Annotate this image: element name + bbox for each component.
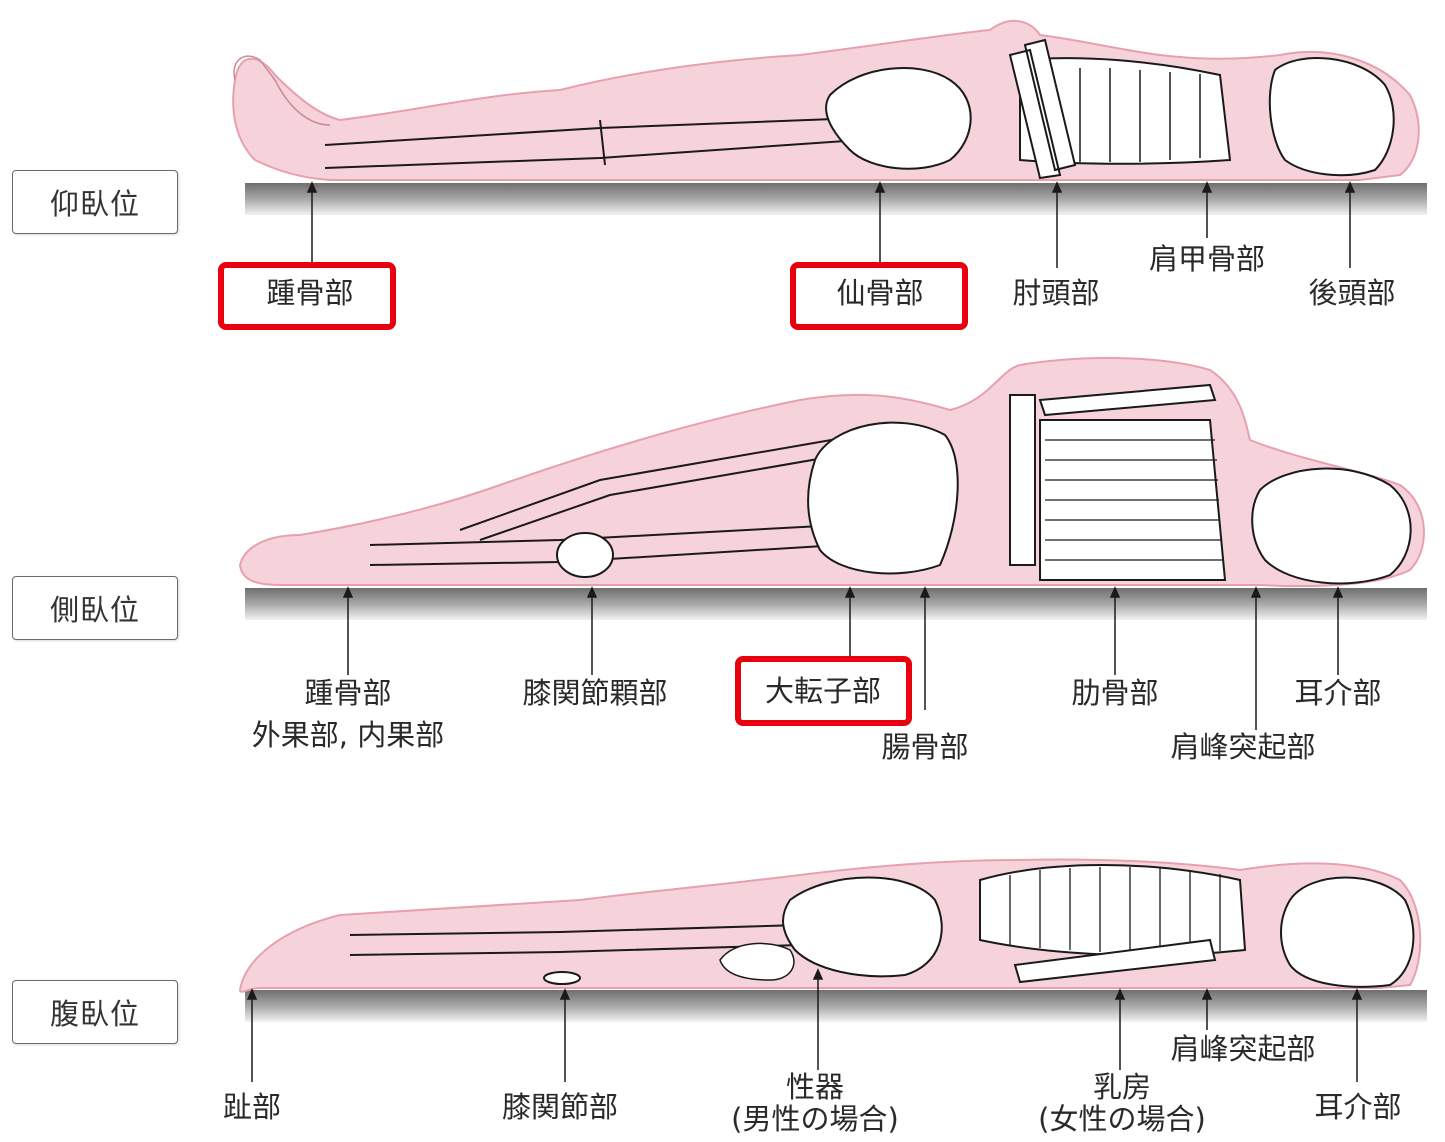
label-scapula-supine: 肩甲骨部: [1149, 244, 1265, 276]
label-sacrum-supine: 仙骨部: [836, 278, 923, 310]
lateral-figure: [0, 340, 1445, 780]
label-rib-lateral: 肋骨部: [1071, 678, 1158, 710]
label-elbow-supine: 肘頭部: [1012, 278, 1099, 310]
label-breast-note-prone: (女性の場合): [1038, 1104, 1206, 1136]
label-occiput-supine: 後頭部: [1308, 278, 1395, 310]
label-ear-prone: 耳介部: [1314, 1092, 1401, 1124]
label-ear-lateral: 耳介部: [1294, 678, 1381, 710]
label-heel-lateral: 踵骨部: [304, 678, 391, 710]
label-heel-supine: 踵骨部: [266, 278, 353, 310]
pelvis-lateral: [808, 423, 958, 574]
label-genital-note-prone: (男性の場合): [731, 1104, 899, 1136]
label-knee-condyle-lateral: 膝関節顆部: [522, 678, 667, 710]
skull-lateral: [1252, 469, 1410, 584]
supine-figure: [0, 0, 1445, 340]
label-toe-prone: 趾部: [223, 1092, 281, 1124]
skull-supine: [1270, 58, 1394, 175]
panel-supine: 仰臥位: [0, 0, 1445, 340]
body-outline-supine: [233, 21, 1419, 180]
label-genital-prone: 性器: [786, 1072, 844, 1104]
label-trochanter-lateral: 大転子部: [765, 676, 881, 708]
label-breast-prone: 乳房: [1093, 1072, 1151, 1104]
skull-prone: [1281, 878, 1413, 987]
label-acromion-prone: 肩峰突起部: [1170, 1034, 1315, 1066]
floor-supine: [245, 183, 1427, 215]
label-malleolus-lateral: 外果部, 内果部: [252, 720, 444, 752]
knee-prone: [544, 972, 580, 984]
label-acromion-lateral: 肩峰突起部: [1170, 732, 1315, 764]
label-knee-prone: 膝関節部: [502, 1092, 618, 1124]
panel-prone: 腹臥位: [0, 790, 1445, 1142]
label-ilium-lateral: 腸骨部: [881, 732, 968, 764]
floor-lateral: [245, 588, 1427, 620]
knee-lateral: [557, 533, 613, 577]
prone-figure: [0, 790, 1445, 1142]
floor-prone: [245, 990, 1427, 1022]
panel-lateral: 側臥位: [0, 340, 1445, 780]
